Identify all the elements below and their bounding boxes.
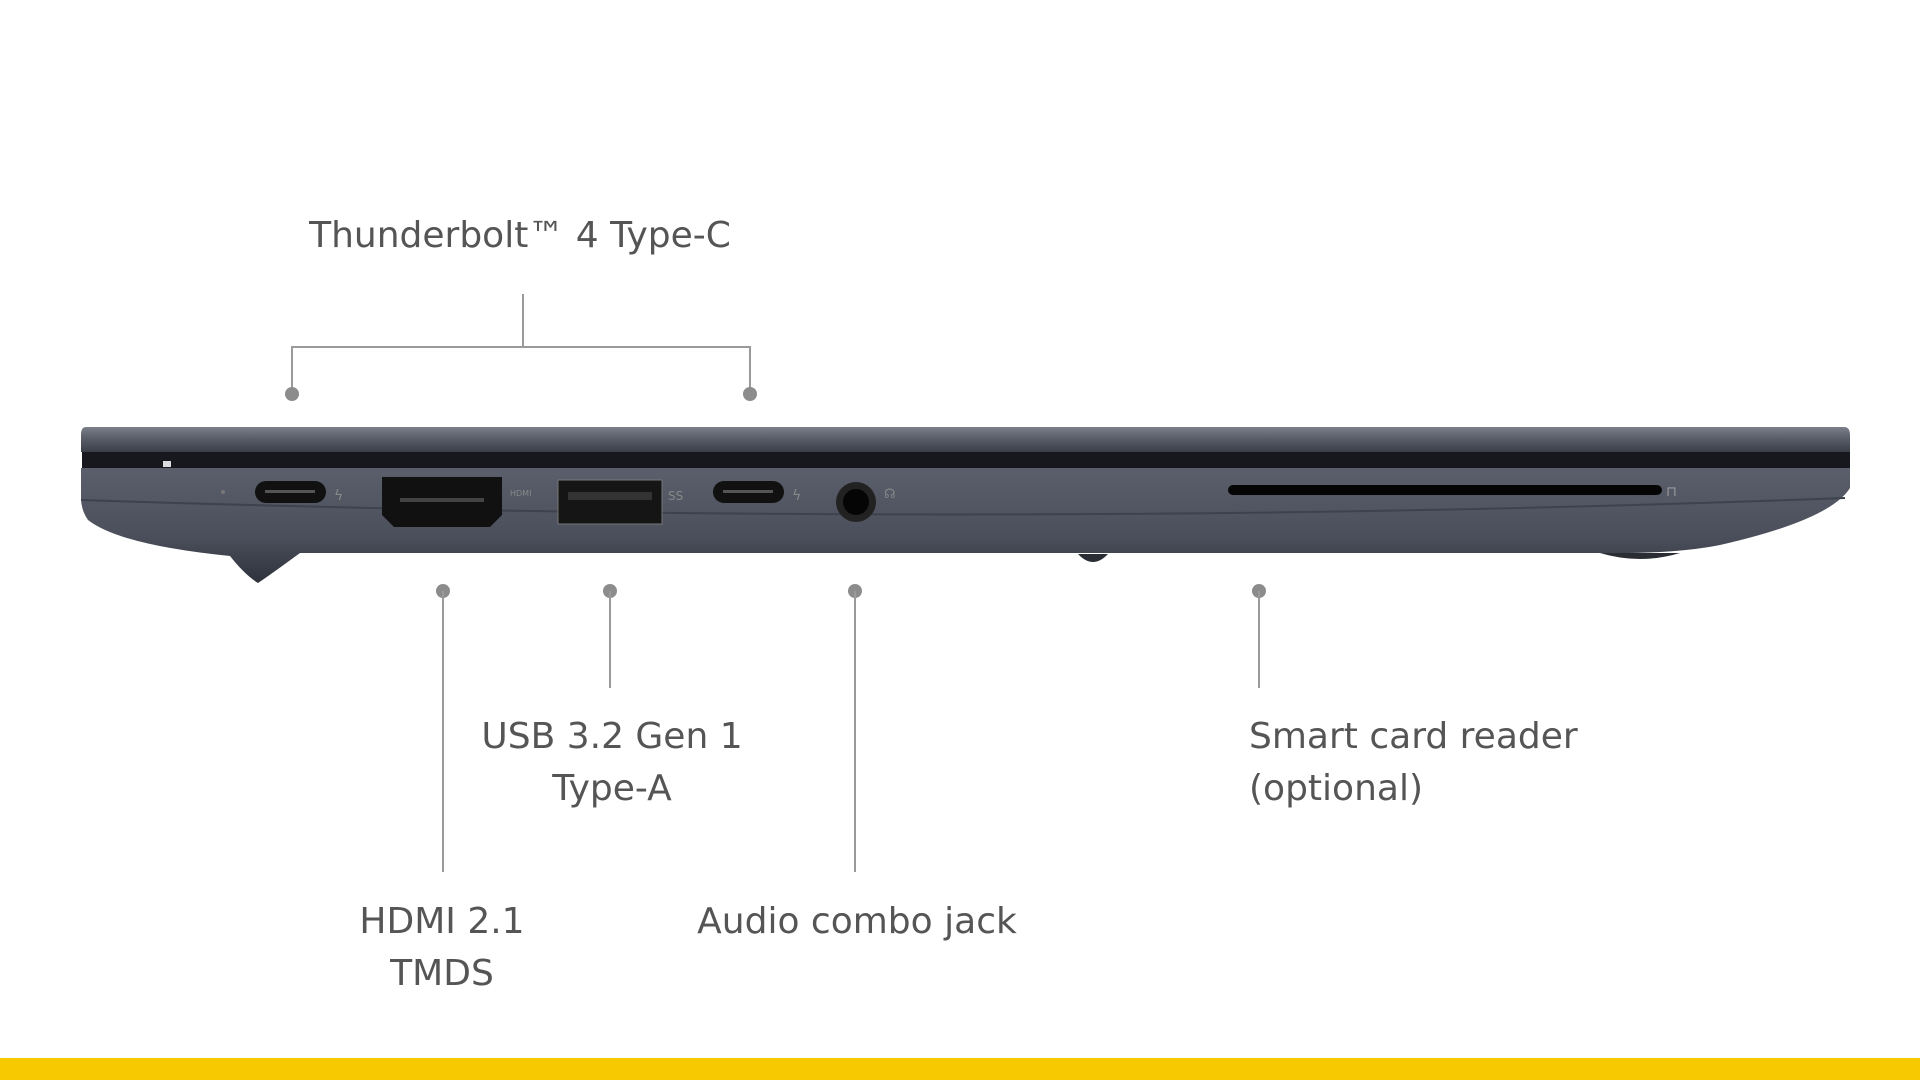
svg-text:ϟ: ϟ <box>792 488 801 504</box>
line-smart-card <box>1258 591 1260 688</box>
bracket-bar <box>291 346 751 348</box>
svg-text:SS: SS <box>668 489 683 503</box>
bracket-right <box>749 346 751 393</box>
usb-label-line-1: USB 3.2 Gen 1 <box>481 716 743 757</box>
svg-text:⊓: ⊓ <box>1666 484 1677 500</box>
line-audio <box>854 591 856 872</box>
svg-text:HDMI: HDMI <box>510 489 531 498</box>
line-usb <box>609 591 611 688</box>
base <box>81 468 1850 583</box>
audio-label: Audio combo jack <box>697 901 1017 942</box>
hdmi-label: HDMI 2.1 TMDS <box>359 896 524 1000</box>
smart-card-label-line-1: Smart card reader <box>1249 716 1578 757</box>
svg-text:ϟ: ϟ <box>334 488 343 504</box>
hdmi-label-line-2: TMDS <box>390 953 494 994</box>
smart-card-slot <box>1228 485 1662 495</box>
thunderbolt-label: Thunderbolt™ 4 Type-C <box>309 215 731 256</box>
hdmi-label-line-1: HDMI 2.1 <box>359 901 525 942</box>
usb-label: USB 3.2 Gen 1 Type-A <box>481 711 742 815</box>
accent-bar <box>0 1058 1920 1080</box>
usb-port <box>557 479 663 525</box>
smart-card-label: Smart card reader (optional) <box>1249 711 1578 815</box>
dot-thunderbolt-2 <box>743 387 757 401</box>
usb-label-line-2: Type-A <box>552 768 672 809</box>
lid <box>81 427 1850 452</box>
svg-text:☊: ☊ <box>884 487 896 502</box>
bracket-left <box>291 346 293 393</box>
laptop-side-view: ϟ HDMI SS ϟ ☊ ⊓ <box>80 427 1850 583</box>
bracket-stem <box>522 294 524 347</box>
smart-card-label-line-2: (optional) <box>1249 768 1423 809</box>
dot-thunderbolt-1 <box>285 387 299 401</box>
line-hdmi <box>442 591 444 872</box>
